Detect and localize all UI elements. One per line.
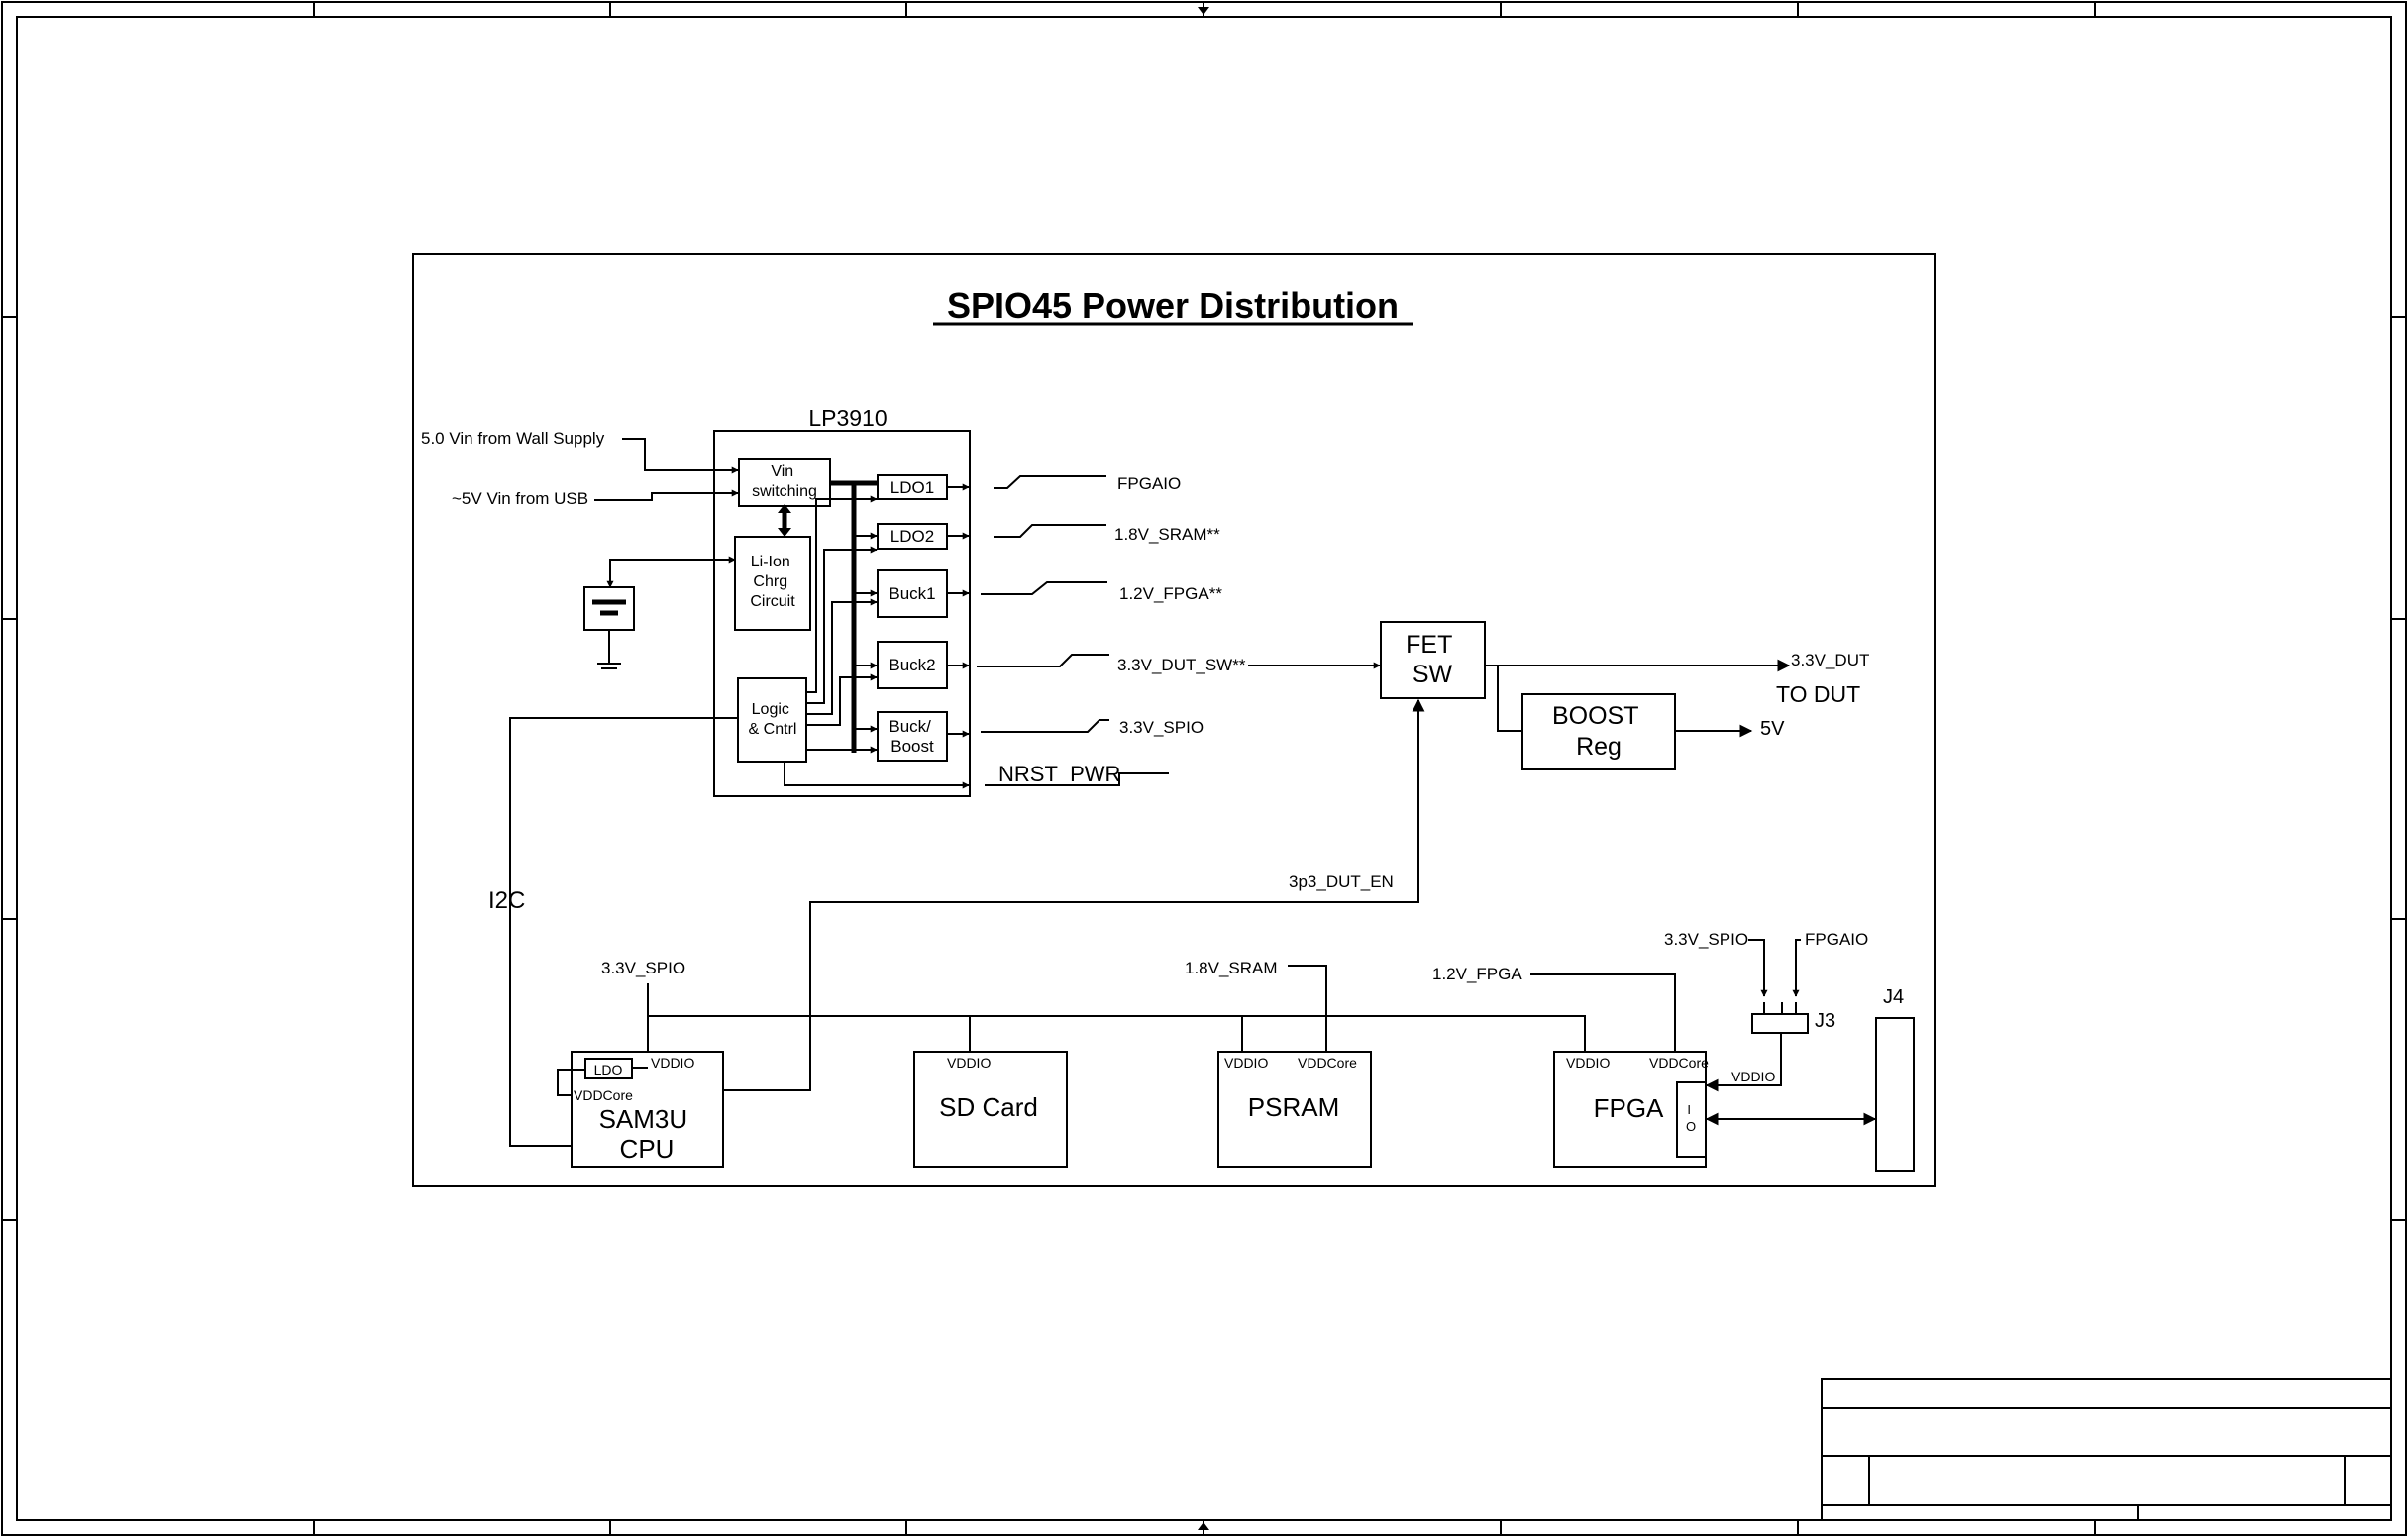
fpga-vddcore-label: VDDCore bbox=[1649, 1055, 1709, 1071]
to-dut-label: TO DUT bbox=[1776, 681, 1860, 707]
usb-supply-wire bbox=[594, 489, 739, 501]
fet-sw-label: FET SW bbox=[1406, 631, 1459, 688]
fpga-vddio-label: VDDIO bbox=[1566, 1055, 1610, 1071]
sram-in-label: 1.8V_SRAM bbox=[1185, 959, 1278, 977]
fpgaio-rail-line bbox=[994, 475, 1106, 489]
psram-vddcore-label: VDDCore bbox=[1298, 1055, 1357, 1071]
buck2-box bbox=[877, 641, 948, 689]
fet-to-boost-wire bbox=[1497, 666, 1522, 732]
nrst-rail-label: NRST_PWR bbox=[998, 762, 1120, 786]
ldo2-label: LDO2 bbox=[890, 527, 934, 546]
diagram-border bbox=[412, 253, 1936, 1187]
cpu-vddcore-label: VDDCore bbox=[574, 1087, 633, 1103]
psram-box bbox=[1217, 1051, 1372, 1168]
j3-vddio-label: VDDIO bbox=[1731, 1069, 1775, 1084]
diagram-title: SPIO45 Power Distribution bbox=[947, 285, 1399, 326]
j3-spio-wire bbox=[1748, 939, 1768, 997]
boost-reg-label: BOOST Reg bbox=[1552, 702, 1645, 761]
power-bus bbox=[830, 480, 877, 753]
dut-out-label: 3.3V_DUT bbox=[1791, 651, 1869, 669]
vin-switching-box bbox=[738, 458, 831, 507]
buck1-label: Buck1 bbox=[889, 584, 935, 603]
battery-icon bbox=[583, 556, 736, 669]
spio-bus bbox=[647, 983, 1586, 1054]
boost-5v-label: 5V bbox=[1760, 718, 1785, 740]
psram-name: PSRAM bbox=[1248, 1092, 1339, 1122]
j3-fpgaio-wire bbox=[1792, 939, 1801, 997]
j3-to-fpga-wire bbox=[1705, 1033, 1782, 1092]
ctrl-buck2 bbox=[806, 673, 878, 726]
spio-in-label: 3.3V_SPIO bbox=[601, 959, 685, 977]
sram-rail-label: 1.8V_SRAM** bbox=[1114, 525, 1220, 544]
lp3910-label: LP3910 bbox=[808, 405, 887, 431]
cpu-name: SAM3U CPU bbox=[599, 1104, 695, 1164]
j3-pins bbox=[1763, 1002, 1797, 1014]
j4-connector bbox=[1875, 1017, 1915, 1172]
nrst-rail-line bbox=[985, 772, 1169, 786]
ctrl-ldo2 bbox=[806, 546, 878, 704]
sdcard-box bbox=[913, 1051, 1068, 1168]
ldo1-label: LDO1 bbox=[890, 478, 934, 497]
fpga-in-wire bbox=[1530, 973, 1676, 1053]
nrst-wire bbox=[784, 762, 970, 789]
ldo2-box bbox=[877, 523, 948, 550]
fpga-rail-line bbox=[981, 581, 1107, 595]
spio-rail-line bbox=[981, 719, 1109, 733]
boost-reg-box bbox=[1521, 693, 1676, 770]
buckboost-label: Buck/ Boost bbox=[889, 717, 935, 756]
title-block bbox=[1821, 1378, 2392, 1521]
usb-supply-label: ~5V Vin from USB bbox=[452, 489, 588, 508]
fpga-rail-label: 1.2V_FPGA** bbox=[1119, 584, 1222, 603]
charger-box bbox=[734, 536, 811, 631]
sram-rail-line bbox=[994, 524, 1106, 538]
dut-en-wire bbox=[723, 698, 1425, 1091]
j3-connector bbox=[1751, 1013, 1809, 1034]
fpga-io-label: I O bbox=[1686, 1102, 1696, 1134]
psram-vddio-label: VDDIO bbox=[1224, 1055, 1268, 1071]
dut-en-label: 3p3_DUT_EN bbox=[1289, 872, 1394, 891]
logic-label: Logic & Cntrl bbox=[749, 701, 797, 738]
cpu-vddio-label: VDDIO bbox=[651, 1055, 694, 1071]
ctrl-buck1 bbox=[806, 598, 878, 715]
wall-supply-wire bbox=[622, 438, 739, 474]
cpu-ldo-label: LDO bbox=[594, 1062, 623, 1077]
sram-in-wire bbox=[1288, 965, 1327, 1053]
dut-sw-rail-line bbox=[977, 654, 1109, 667]
fpga-in-label: 1.2V_FPGA bbox=[1432, 965, 1522, 983]
sdcard-name: SD Card bbox=[939, 1092, 1038, 1122]
dut-sw-rail-label: 3.3V_DUT_SW** bbox=[1117, 656, 1246, 674]
lp3910-box bbox=[713, 430, 971, 797]
ctrl-ldo1 bbox=[806, 495, 878, 693]
fet-sw-box bbox=[1380, 621, 1486, 699]
fpga-name: FPGA bbox=[1594, 1093, 1664, 1123]
j4-label: J4 bbox=[1883, 986, 1904, 1008]
logic-box bbox=[737, 677, 807, 763]
i2c-label: I2C bbox=[488, 887, 525, 914]
cpu-ldo-loop bbox=[557, 1069, 585, 1096]
buckboost-box bbox=[877, 711, 948, 762]
j3-label: J3 bbox=[1815, 1010, 1835, 1032]
sdcard-vddio-label: VDDIO bbox=[947, 1055, 991, 1071]
charger-label: Li-Ion Chrg Circuit bbox=[750, 554, 795, 610]
spio-rail-label: 3.3V_SPIO bbox=[1119, 718, 1204, 737]
j3-fpgaio-label: FPGAIO bbox=[1805, 930, 1868, 949]
vin-switching-label: Vin switching bbox=[752, 463, 817, 500]
buck2-label: Buck2 bbox=[889, 656, 935, 674]
buck1-box bbox=[877, 569, 948, 618]
j3-spio-label: 3.3V_SPIO bbox=[1664, 930, 1748, 949]
wall-supply-label: 5.0 Vin from Wall Supply bbox=[421, 429, 605, 448]
i2c-wire bbox=[509, 717, 738, 1147]
fpgaio-rail-label: FPGAIO bbox=[1117, 474, 1181, 493]
